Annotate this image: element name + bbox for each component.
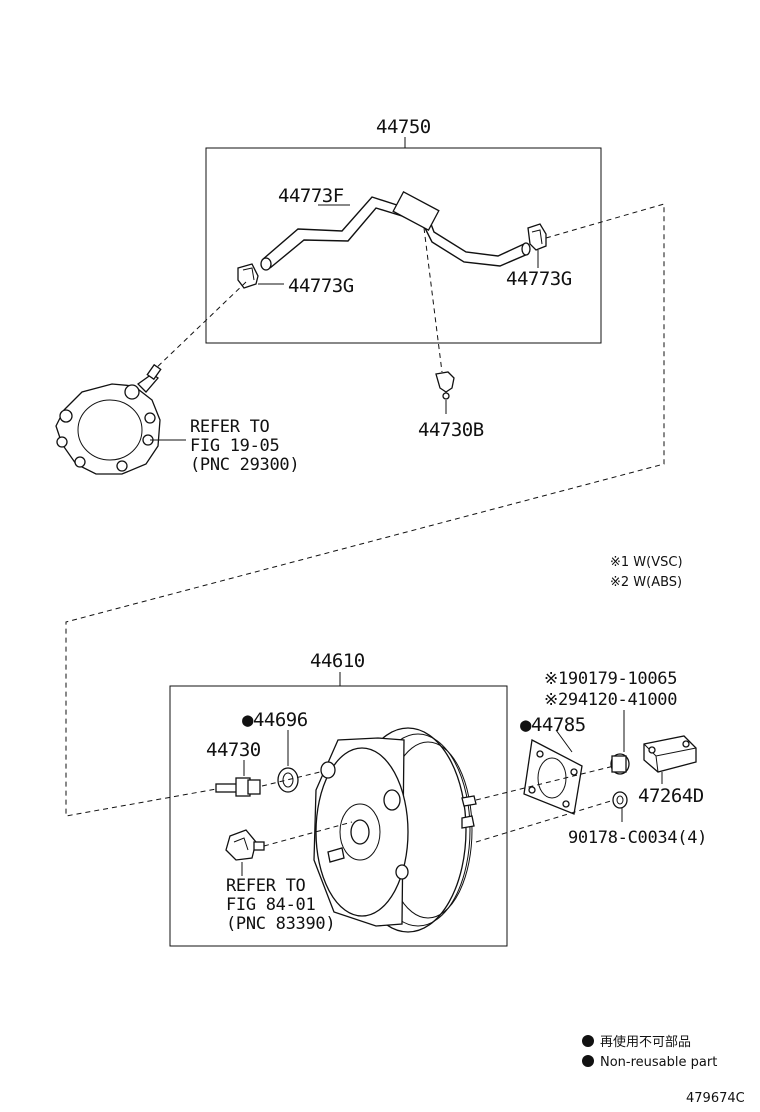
note-1: ※1 W(VSC) — [610, 555, 683, 570]
check-valve-dashed-line — [423, 227, 443, 373]
booster-assembly-box — [169, 685, 508, 947]
sensor-dashed-line — [263, 821, 353, 847]
vacuum-hose — [260, 191, 531, 271]
valve-label: 44730 — [206, 739, 261, 761]
sensor-ref-line3: (PNC 83390) — [226, 914, 335, 934]
clip-right — [527, 223, 547, 251]
hose-end-left — [260, 257, 272, 271]
sensor-ref-line2: FIG 84-01 — [226, 895, 315, 915]
spacer — [610, 753, 630, 775]
connection-dashed-line — [65, 203, 665, 817]
bracket-label: 47264D — [638, 785, 704, 807]
brake-booster — [313, 727, 477, 933]
pump-ref-line3: (PNC 29300) — [190, 455, 299, 475]
grommet-label: ●44696 — [242, 709, 308, 731]
legend-en: Non-reusable part — [600, 1055, 717, 1070]
legend-dot-jp — [582, 1035, 594, 1047]
pump-ref-line1: REFER TO — [190, 417, 270, 437]
check-valve-label: 44730B — [418, 419, 484, 441]
hose-assembly-label: 44750 — [376, 116, 431, 138]
alt-pn-1: ※190179-10065 — [544, 669, 677, 689]
vacuum-sensor — [225, 829, 265, 861]
grommet — [277, 767, 299, 793]
hose-assembly-box — [205, 147, 602, 344]
nut — [612, 791, 628, 809]
booster-assembly-label: 44610 — [310, 650, 365, 672]
vacuum-pump — [55, 363, 162, 475]
check-valve-booster — [215, 777, 261, 797]
check-valve — [435, 371, 455, 400]
clip-left — [237, 263, 259, 289]
gasket-label: ●44785 — [520, 714, 586, 736]
clip-left-label: 44773G — [288, 275, 354, 297]
pump-ref-line2: FIG 19-05 — [190, 436, 279, 456]
stud-dashed-line-upper — [475, 765, 615, 801]
valve-dashed-line — [261, 771, 321, 787]
upper-group: 44750 44773F 44773G 44773G — [55, 116, 602, 475]
stud-dashed-line-lower — [475, 799, 615, 843]
hose-joint — [392, 191, 440, 231]
gasket-leader — [555, 729, 573, 753]
bracket — [643, 735, 697, 773]
legend: 再使用不可部品 Non-reusable part — [582, 1034, 717, 1070]
gasket — [523, 739, 583, 815]
hose-label: 44773F — [278, 185, 344, 207]
pump-dashed-line — [151, 281, 247, 373]
sensor-ref-line1: REFER TO — [226, 876, 306, 896]
legend-jp: 再使用不可部品 — [600, 1034, 691, 1050]
figure-id: 479674C — [686, 1091, 745, 1106]
note-2: ※2 W(ABS) — [610, 575, 682, 590]
legend-dot-en — [582, 1055, 594, 1067]
alt-pn-2: ※294120-41000 — [544, 690, 677, 710]
nut-label: 90178-C0034(4) — [568, 828, 707, 848]
lower-group: 44610 ●44696 — [169, 650, 508, 947]
hose-end-right — [521, 242, 531, 256]
clip-right-label: 44773G — [506, 268, 572, 290]
